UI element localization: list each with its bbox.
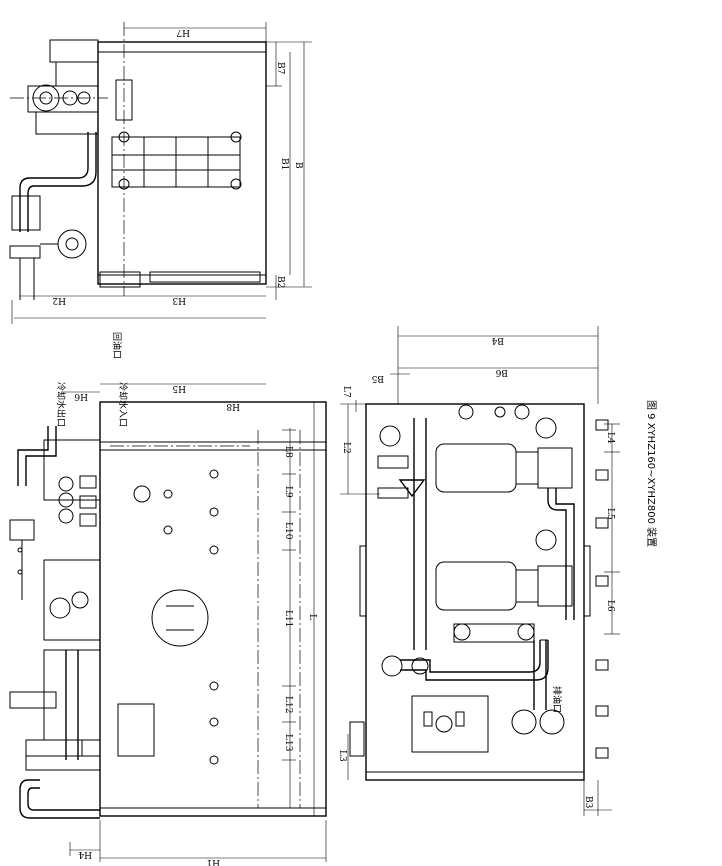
dim-B2: B2 <box>275 276 285 288</box>
dim-L6: L6 <box>605 600 615 612</box>
label-return-oil-port: 回油口 <box>111 332 123 359</box>
dim-B7: B7 <box>275 62 285 75</box>
dim-H6: H6 <box>74 391 88 401</box>
tank-body-front <box>99 401 327 817</box>
dim-B1: B1 <box>279 158 289 170</box>
dim-L9: L9 <box>283 486 293 498</box>
dim-B5: B5 <box>371 373 384 383</box>
dim-L13: L13 <box>283 734 293 752</box>
label-cooling-water-out: 冷却水出口 <box>55 382 67 427</box>
side-view <box>340 326 620 816</box>
dim-B: B <box>293 162 303 169</box>
top-view <box>9 22 312 324</box>
motor-2 <box>435 561 517 611</box>
dim-H3: H3 <box>172 295 186 305</box>
dim-H7: H7 <box>176 27 190 37</box>
dim-L4: L4 <box>605 432 615 444</box>
front-view <box>9 383 327 862</box>
dim-L8: L8 <box>283 446 293 458</box>
figure-caption: 图 9 XYHZ160~XYHZ800 装置 <box>645 400 658 547</box>
label-cooling-water-in: 冷却水入口 <box>117 382 129 427</box>
dim-L5: L5 <box>605 508 615 520</box>
dim-L12: L12 <box>283 696 293 713</box>
dim-B4: B4 <box>491 335 504 345</box>
dim-H2: H2 <box>52 295 66 305</box>
label-drain-oil-port: 排油口 <box>551 686 563 713</box>
motor-1 <box>435 443 517 493</box>
dim-L3: L3 <box>337 750 347 762</box>
dim-B6: B6 <box>495 367 508 377</box>
dim-H8: H8 <box>226 401 240 411</box>
dim-B3: B3 <box>583 796 593 809</box>
tank-body-top <box>97 41 267 285</box>
dim-L7: L7 <box>341 386 351 398</box>
dim-H5: H5 <box>172 383 186 393</box>
dim-L11: L11 <box>283 610 293 627</box>
dim-H4: H4 <box>78 849 92 859</box>
dim-L: L <box>307 614 317 620</box>
inspection-cover <box>151 589 209 647</box>
dim-L10: L10 <box>283 522 293 540</box>
dim-L2: L2 <box>341 442 351 454</box>
dim-H1: H1 <box>206 857 220 866</box>
